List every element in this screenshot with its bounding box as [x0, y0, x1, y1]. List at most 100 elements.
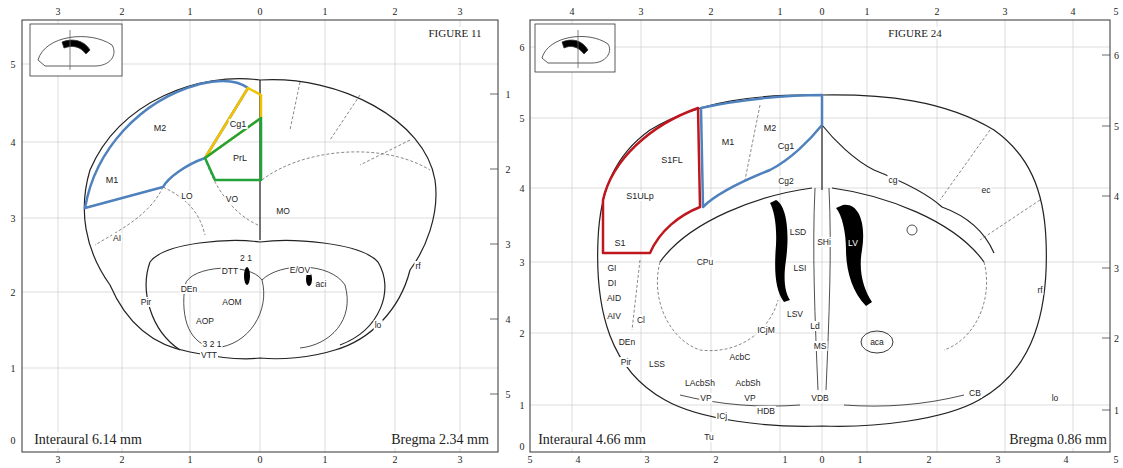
axis-number: 1	[777, 6, 784, 17]
axis-number: 0	[819, 454, 826, 465]
inset-sagittal	[562, 40, 588, 54]
grid-line	[22, 64, 498, 368]
region-label: Pir	[620, 357, 632, 367]
region-label: aci	[315, 279, 328, 289]
coordinate-label: Interaural 4.66 mm	[537, 432, 647, 448]
axis-number: 2	[519, 328, 526, 339]
axis-number: 2	[926, 454, 933, 465]
axis-number: 0	[257, 6, 264, 17]
coordinate-label: Bregma 2.34 mm	[390, 432, 490, 448]
region-label: CB	[968, 388, 982, 398]
region-label: S1	[613, 238, 626, 248]
region-label: LAcbSh	[684, 378, 716, 388]
inset-sagittal	[535, 24, 615, 72]
figure-label: FIGURE 11	[427, 27, 482, 39]
axis-number: 2	[119, 6, 126, 17]
region-label: PrL	[232, 153, 248, 163]
axis-number: 2	[119, 454, 126, 465]
axis-number: 1	[864, 6, 871, 17]
region-label: M2	[763, 123, 778, 133]
axis-number: 2	[1113, 333, 1120, 344]
axis-number: 2	[392, 6, 399, 17]
brain-outline	[150, 241, 385, 345]
region-label: aca	[869, 337, 885, 347]
axis-number: 3	[1002, 6, 1009, 17]
region-label: 2 1	[239, 253, 253, 263]
region-label: LSV	[786, 309, 804, 319]
axis-number: 4	[575, 454, 582, 465]
region-label: lo	[374, 320, 383, 330]
region-label: rf	[1036, 285, 1043, 295]
axis-number: 2	[505, 164, 512, 175]
ventricle	[770, 200, 790, 302]
figure-frame	[22, 20, 498, 452]
axis-number: 5	[505, 389, 512, 400]
region-label: M2	[153, 123, 168, 133]
axis-number: 6	[519, 42, 526, 53]
axis-number: 3	[10, 213, 17, 224]
axis-number: 1	[519, 400, 526, 411]
region-label: HDB	[756, 406, 776, 416]
axis-number: 2	[708, 6, 715, 17]
region-label: VP	[699, 393, 712, 403]
region-label: DI	[607, 278, 618, 288]
region-label: AID	[606, 293, 622, 303]
grid-line	[22, 20, 1110, 452]
axis-number: 1	[322, 454, 329, 465]
region-label: S1ULp	[625, 191, 655, 201]
region-label: AOM	[221, 297, 242, 307]
region-label: 3 2 1	[202, 339, 223, 349]
region-label: VTT	[200, 350, 218, 360]
region-label: MO	[275, 206, 291, 216]
region-label: AI	[112, 233, 122, 243]
axis-number: 1	[505, 89, 512, 100]
brain-outline	[84, 79, 436, 359]
region-label: Ld	[809, 321, 820, 331]
grid-line	[58, 20, 460, 452]
region-label: VO	[225, 194, 239, 204]
inset-sagittal	[578, 30, 579, 68]
axis-number: 1	[857, 454, 864, 465]
brain-outline	[598, 95, 1047, 426]
region-label: AOP	[195, 316, 215, 326]
axis-number: 3	[55, 6, 62, 17]
region-label: LV	[847, 238, 859, 248]
region-label: Pir	[140, 297, 152, 307]
axis-number: 2	[392, 454, 399, 465]
inset-sagittal	[62, 40, 90, 54]
axis-number: 4	[569, 6, 576, 17]
axis-number: 3	[995, 454, 1002, 465]
region-label: S1FL	[660, 155, 684, 165]
region-label: rf	[414, 261, 421, 271]
region-boundary	[657, 262, 778, 351]
region-label: MS	[813, 341, 828, 351]
region-boundary	[745, 105, 1040, 240]
axis-number: 1	[322, 6, 329, 17]
region-label: LSD	[789, 227, 808, 237]
axis-number: 4	[519, 183, 526, 194]
axis-number: 3	[457, 6, 464, 17]
brain-outline	[907, 225, 917, 235]
region-boundary	[205, 158, 258, 225]
axis-number: 1	[187, 454, 194, 465]
axis-number: 0	[519, 441, 526, 452]
axis-number: 3	[1113, 263, 1120, 274]
region-label: GI	[607, 263, 618, 273]
region-outline	[695, 90, 827, 212]
axis-number: 1	[187, 6, 194, 17]
grid-line	[572, 20, 1073, 452]
region-label: Cg1	[777, 141, 796, 151]
brain-outline	[660, 188, 984, 262]
coordinate-label: Bregma 0.86 mm	[1008, 432, 1108, 448]
axis-number: 0	[257, 454, 264, 465]
region-label: VDB	[810, 393, 829, 403]
ventricle	[836, 205, 872, 306]
region-label: SHi	[816, 237, 832, 247]
brain-region: M1M2Cg1	[695, 90, 827, 212]
axis-number: 3	[457, 454, 464, 465]
region-label: Cg1	[229, 119, 248, 129]
axis-number: 4	[1070, 6, 1077, 17]
region-label: AIV	[606, 311, 622, 321]
ventricle	[244, 200, 872, 306]
